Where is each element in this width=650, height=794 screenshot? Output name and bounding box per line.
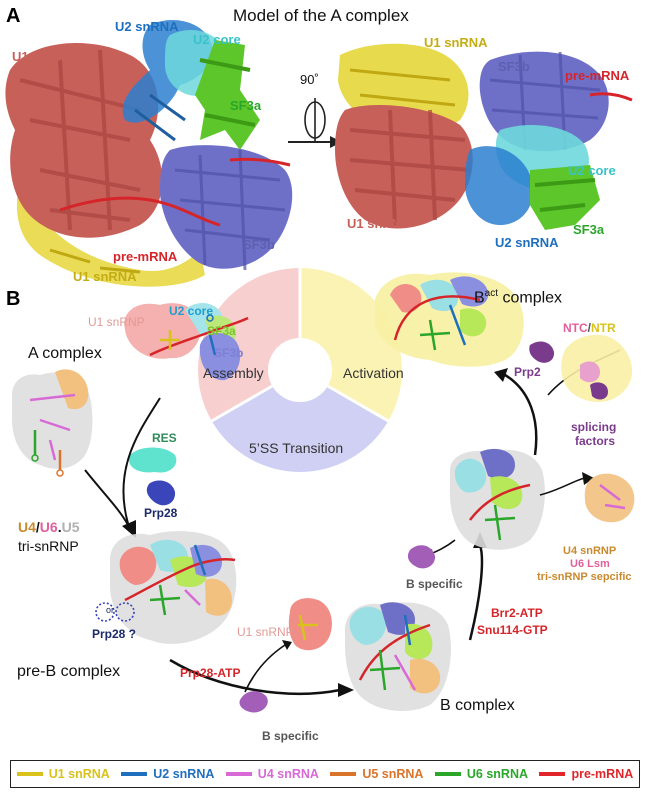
legend: U1 snRNA U2 snRNA U4 snRNA U5 snRNA U6 snRNA… [10,760,640,788]
bact-complex-cartoon [375,272,524,367]
a-right-sf3b-label: SF3b [498,59,530,74]
legend-item: U2 snRNA [121,767,214,781]
legend-item: U6 snRNA [434,767,529,781]
bact-suffix: complex [498,289,563,307]
prp2-label: Prp2 [514,365,541,379]
legend-swatch [330,772,357,776]
legend-item: U1 snRNA [16,767,110,781]
a-complex-cartoon [124,303,249,381]
legend-swatch [225,772,252,776]
b-u1-snrnp-label: U1 snRNP [88,315,145,329]
res-prp28-cartoon [129,447,177,506]
preb-complex-cartoon [95,531,237,644]
splicing-factors-cartoon [561,334,633,402]
brr2-label: Brr2-ATP [491,606,543,620]
legend-label: U1 snRNA [48,767,110,781]
a-left-structure [5,20,293,287]
legend-label: U4 snRNA [257,767,319,781]
a-left-sf3a-label: SF3a [230,98,262,113]
a-left-u1-snrnp-label: U1 snRNP [12,49,75,64]
a-left-pre-mrna-label: pre-mRNA [113,249,178,264]
a-right-sf3a-label: SF3a [573,222,605,237]
a-right-u1-snrnp-label: U1 snRNP [347,216,410,231]
legend-label: U5 snRNA [362,767,424,781]
panel-b-letter: B [6,288,21,310]
b-complex-label: B complex [440,697,515,714]
pre-b-complex-label: pre-B complex [17,663,121,680]
legend-item: U4 snRNA [225,767,319,781]
a-left-sf3b-label: SF3b [243,237,275,252]
a-right-pre-mrna-label: pre-mRNA [565,68,630,83]
bact-prefix: B [474,289,485,307]
tri-snrnp-label: tri-snRNP [18,538,79,554]
u1-snrnp-release-label: U1 snRNP [237,625,294,639]
u4-release-cartoon [539,472,635,523]
wheel-activation-label: Activation [343,365,404,381]
intermediate-complex-cartoon [450,448,545,550]
ntc-label: NTC [563,321,588,335]
bact-complex-label: Bact complex [474,289,562,306]
tri-u4: U4 [18,519,36,535]
splicing-factors-line2: factors [575,434,616,448]
a-left-u2-snrna-label: U2 snRNA [115,19,179,34]
u6-lsm-label: U6 Lsm [570,558,610,570]
res-label: RES [152,431,177,445]
tri-snrnp-specific-label: tri-snRNP sepcific [537,571,632,583]
ntc-slash: / [587,321,592,335]
legend-swatch [121,772,148,776]
tri-snrnp-components: U4/U6.U5 [18,520,80,534]
tri-slash: / [35,519,40,535]
arrow-a-to-preb [84,397,161,538]
splicing-factors-line1: splicing [571,420,617,434]
prp28-label: Prp28 [144,506,178,520]
b-specific-bottom-label: B specific [262,729,319,743]
u4-snrnp-label: U4 snRNP [563,545,617,557]
a-complex-label: A complex [28,345,102,362]
snu114-label: Snu114-GTP [477,623,548,637]
legend-item: pre-mRNA [539,767,633,781]
u1-snrnp-released [288,598,332,651]
legend-swatch [539,772,566,776]
rotation-arrow [288,98,342,148]
bact-sup: act [484,288,499,299]
a-right-structure [335,43,633,230]
prp28-atp-label: Prp28-ATP [180,666,241,680]
ntc-ntr-label: NTC/NTR [563,322,616,334]
tri-u5: U5 [61,519,80,535]
a-left-u2-core-label: U2 core [193,32,241,47]
or-label: or [106,605,115,615]
legend-label: U2 snRNA [153,767,215,781]
rotation-label: 90˚ [300,72,319,87]
tri-snrnp-cartoon [12,369,93,477]
wheel-transition-label: 5’SS Transition [249,440,344,456]
a-right-u2-core-label: U2 core [568,163,616,178]
b-sf3b-label: SF3b [214,346,244,360]
panel-a-title: Model of the A complex [233,6,409,25]
wheel-segment-transition [211,370,389,472]
prp28-question-label: Prp28 ? [92,627,137,641]
wheel-assembly-label: Assembly [203,365,264,381]
a-right-u1-snrna-label: U1 snRNA [424,35,488,50]
legend-swatch [16,772,43,776]
prp2-cartoon [529,341,555,363]
b-sf3a-label: SF3a [207,324,236,338]
b-specific-mid-cartoon [407,539,456,569]
legend-item: U5 snRNA [330,767,423,781]
tri-u6: U6 [39,519,58,535]
a-left-u1-snrna-label: U1 snRNA [73,269,137,284]
b-complex-cartoon [345,602,451,712]
b-u2-core-label: U2 core [169,304,214,318]
b-specific-mid-label: B specific [406,577,463,591]
b-specific-bottom-cartoon [239,691,268,713]
legend-label: U6 snRNA [466,767,529,781]
legend-swatch [434,772,461,776]
arrow-preb-to-b [169,640,354,697]
tri-dot: . [57,519,62,535]
panel-a-letter: A [6,5,21,27]
legend-label: pre-mRNA [571,767,634,781]
a-right-u2-snrna-label: U2 snRNA [495,235,559,250]
ntr-label: NTR [591,321,616,335]
